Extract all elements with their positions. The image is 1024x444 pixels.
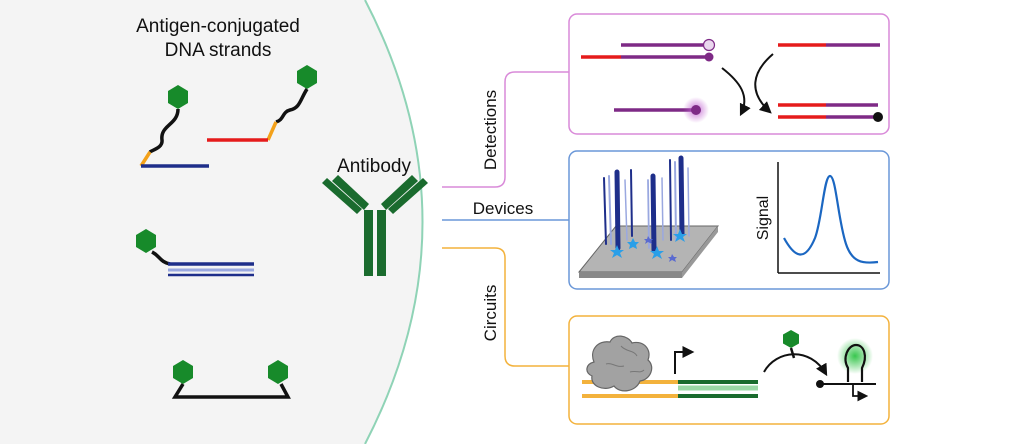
polymerase-protein-icon <box>586 335 653 392</box>
devices-label: Devices <box>473 199 533 218</box>
antigen-hexagon-icon <box>297 65 317 89</box>
detections-label: Detections <box>481 90 500 170</box>
dna-probe-array <box>603 155 690 253</box>
antigen-strand-3 <box>136 229 254 277</box>
antigen-hexagon-icon <box>168 85 188 109</box>
antigen-strand-1 <box>139 85 209 168</box>
circuits-connector <box>442 247 569 367</box>
promoter-arrow-icon <box>674 346 695 374</box>
antigen-hexagon-icon <box>783 330 799 348</box>
circuits-panel <box>568 315 890 425</box>
aptamer-hairpin-icon <box>844 343 866 382</box>
antigen-strand-4 <box>171 360 291 399</box>
left-title-line1: Antigen-conjugated <box>136 16 300 37</box>
fluorescent-star-markers <box>610 229 687 262</box>
antigen-hexagon-icon <box>173 360 193 384</box>
divider-curve <box>364 0 424 444</box>
detections-connector <box>442 71 569 188</box>
left-region-background <box>0 0 423 444</box>
antigen-hexagon-icon <box>136 229 156 253</box>
signal-axis-label: Signal <box>755 196 772 240</box>
signal-curve <box>783 174 879 264</box>
antigen-hexagon-icon <box>268 360 288 384</box>
left-title-line2: DNA strands <box>165 40 272 61</box>
antibody-icon <box>322 175 428 276</box>
antibody-label: Antibody <box>337 156 411 177</box>
circuits-label: Circuits <box>481 285 500 342</box>
detections-panel <box>568 13 890 135</box>
antigen-strand-2 <box>207 65 317 142</box>
devices-panel: Signal <box>568 150 890 290</box>
